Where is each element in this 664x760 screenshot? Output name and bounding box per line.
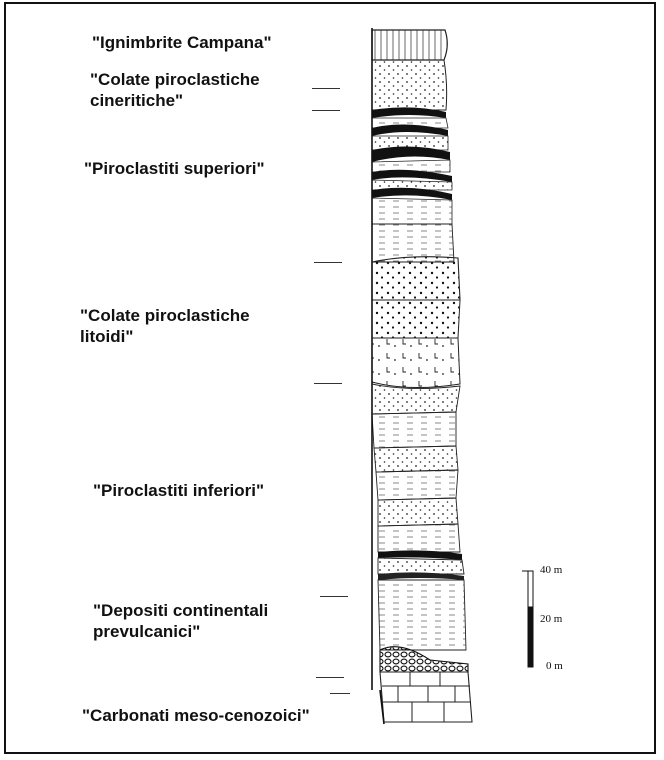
layer-piroclastiti-superiori xyxy=(372,118,454,262)
layer-piroclastiti-inferiori xyxy=(372,384,462,560)
scale-label-40: 40 m xyxy=(540,564,562,576)
layer-carbonati xyxy=(380,672,472,722)
layer-colate-litoidi xyxy=(372,257,460,388)
scale-bar xyxy=(522,571,533,667)
scale-label-20: 20 m xyxy=(540,613,562,625)
layer-depositi-continentali xyxy=(378,558,468,672)
scale-label-0: 0 m xyxy=(546,660,563,672)
layer-ignimbrite xyxy=(372,30,447,60)
layer-colate-cineritiche xyxy=(372,60,447,118)
